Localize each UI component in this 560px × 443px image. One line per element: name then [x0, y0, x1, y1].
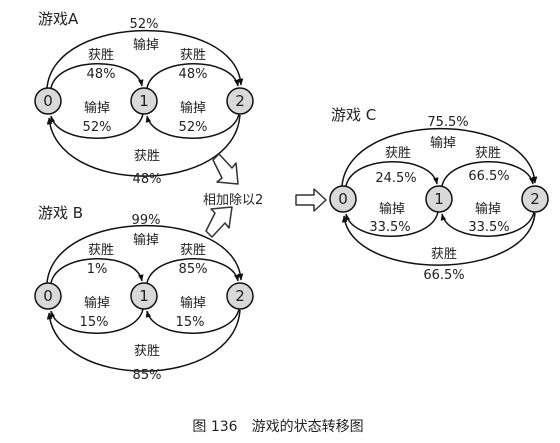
game-b-lose-1-0-label: 输掉	[84, 295, 110, 311]
game-a-node-2-label: 2	[235, 92, 245, 110]
game-b-edge-win-0-1	[50, 258, 144, 284]
game-a-edge-win-1-2	[146, 63, 240, 89]
game-b-edge-bottom-outer	[46, 309, 241, 372]
game-c-lose-1-0-label: 输掉	[379, 201, 405, 217]
game-b-lose-2-1-prob: 15%	[176, 315, 205, 330]
game-c-node-0: 0	[329, 185, 357, 213]
game-a-lose-1-0-prob: 52%	[83, 120, 112, 135]
game-a-win-0-1-prob: 48%	[87, 67, 116, 82]
game-a-bottom-prob: 48%	[133, 172, 162, 187]
game-b-edge-top-outer	[46, 224, 244, 284]
game-c-win-0-1-prob: 24.5%	[375, 171, 416, 186]
game-a-node-0: 0	[34, 87, 62, 115]
game-a-edge-win-0-1	[50, 63, 144, 89]
game-a-node-0-label: 0	[43, 92, 53, 110]
game-a-lose-2-1-label: 输掉	[180, 100, 206, 116]
game-a-node-1: 1	[130, 87, 158, 115]
game-b-node-1: 1	[130, 282, 158, 310]
game-c-node-1-label: 1	[434, 190, 444, 208]
game-c-bottom-label: 获胜	[431, 247, 457, 262]
game-b-node-1-label: 1	[139, 287, 149, 305]
game-b-node-2-label: 2	[235, 287, 245, 305]
game-c-edge-win-1-2	[441, 161, 535, 187]
game-c-bottom-prob: 66.5%	[423, 268, 464, 283]
game-a-bottom-label: 获胜	[134, 149, 160, 164]
game-c-top-outer-prob: 75.5%	[427, 115, 468, 130]
game-a-lose-2-1-prob: 52%	[179, 120, 208, 135]
game-a-top-outer-prob: 52%	[130, 17, 159, 32]
game-b-edge-win-1-2	[146, 258, 240, 284]
game-b-win-0-1-label: 获胜	[88, 243, 114, 258]
game-c-diagram: 游戏 C 0 1 2 75.5% 输掉 获胜 24.5% 获胜 66.5% 输掉…	[329, 106, 549, 283]
arrow-from-game-a	[212, 153, 239, 185]
combine-arrows: 相加除以2	[203, 153, 327, 238]
game-b-edge-lose-2-1	[145, 308, 240, 334]
game-a-win-1-2-prob: 48%	[179, 67, 208, 82]
arrow-to-game-c	[295, 188, 327, 212]
game-a-edge-lose-2-1	[145, 113, 240, 139]
game-a-win-0-1-label: 获胜	[88, 48, 114, 63]
game-c-win-0-1-label: 获胜	[385, 146, 411, 161]
game-a-node-1-label: 1	[139, 92, 149, 110]
game-a-lose-1-0-label: 输掉	[84, 100, 110, 116]
game-b-title: 游戏 B	[38, 204, 83, 222]
game-c-win-1-2-prob: 66.5%	[468, 169, 509, 184]
game-c-top-center-label: 输掉	[430, 135, 456, 151]
game-a-win-1-2-label: 获胜	[180, 48, 206, 63]
game-b-lose-1-0-prob: 15%	[80, 315, 109, 330]
game-b-node-0-label: 0	[43, 287, 53, 305]
game-a-edge-lose-1-0	[49, 113, 144, 139]
game-c-title: 游戏 C	[331, 106, 376, 124]
game-b-node-2: 2	[226, 282, 254, 310]
game-a-title: 游戏A	[38, 10, 79, 28]
game-b-top-outer-prob: 99%	[132, 213, 161, 228]
game-c-node-0-label: 0	[338, 190, 348, 208]
game-c-lose-2-1-label: 输掉	[475, 201, 501, 217]
figure-caption: 图 136 游戏的状态转移图	[192, 419, 363, 435]
game-a-edge-bottom-outer	[46, 114, 241, 177]
game-c-edge-lose-2-1	[440, 211, 535, 237]
game-c-node-2: 2	[521, 185, 549, 213]
game-a-top-center-label: 输掉	[133, 37, 159, 53]
game-b-node-0: 0	[34, 282, 62, 310]
game-c-edge-top-outer	[341, 127, 538, 187]
game-c-node-1: 1	[425, 185, 453, 213]
game-c-lose-2-1-prob: 33.5%	[468, 220, 509, 235]
game-a-node-2: 2	[226, 87, 254, 115]
game-b-edge-lose-1-0	[49, 308, 144, 334]
game-a-diagram: 游戏A 0 1 2 52% 输掉 获胜 48% 获胜 48% 输掉 52% 输掉	[34, 10, 254, 187]
game-c-node-2-label: 2	[530, 190, 540, 208]
game-b-top-center-label: 输掉	[133, 232, 159, 248]
game-c-edge-bottom-outer	[341, 212, 536, 266]
game-a-edge-top-outer	[46, 29, 244, 89]
game-c-win-1-2-label: 获胜	[475, 146, 501, 161]
game-c-edge-win-0-1	[345, 161, 439, 187]
combine-label: 相加除以2	[203, 193, 263, 208]
arrow-from-game-b	[205, 206, 233, 238]
game-b-bottom-label: 获胜	[134, 344, 160, 359]
game-c-lose-1-0-prob: 33.5%	[369, 220, 410, 235]
game-b-win-1-2-prob: 85%	[179, 262, 208, 277]
game-c-edge-lose-1-0	[344, 211, 439, 237]
game-b-bottom-prob: 85%	[133, 368, 162, 383]
game-b-diagram: 游戏 B 0 1 2 99% 输掉 获胜 1% 获胜 85% 输掉 15% 输掉…	[34, 204, 254, 383]
game-b-win-1-2-label: 获胜	[180, 243, 206, 258]
game-b-lose-2-1-label: 输掉	[180, 295, 206, 311]
game-b-win-0-1-prob: 1%	[87, 262, 108, 277]
